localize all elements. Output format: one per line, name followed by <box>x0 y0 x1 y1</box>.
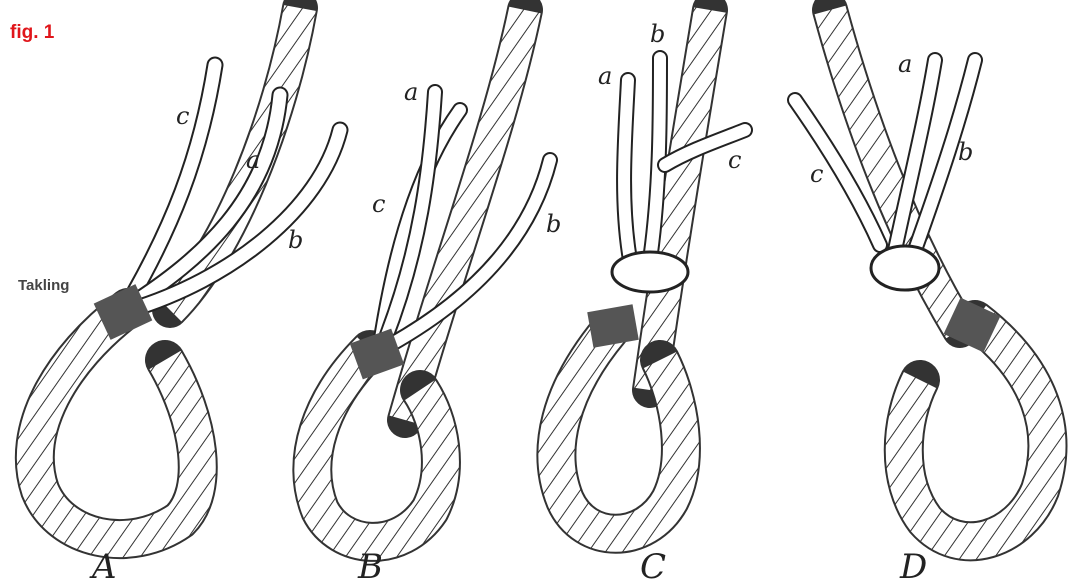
panel-c-label-c: c <box>728 146 741 174</box>
panel-b-label-a: a <box>404 78 418 106</box>
panel-b-caption: B <box>357 547 383 587</box>
panel-d-drawing <box>795 10 1047 541</box>
panel-c-drawing <box>556 10 745 534</box>
panel-b-drawing <box>312 10 550 542</box>
panel-c-label-a: a <box>598 62 612 90</box>
panel-d-tuck <box>871 246 939 290</box>
panel-a-caption: A <box>89 547 117 587</box>
panel-d-caption: D <box>899 547 927 587</box>
panel-c-tuck <box>612 252 688 292</box>
panel-a-label-b: b <box>288 226 303 254</box>
panel-d-label-b: b <box>958 138 973 166</box>
panel-b-label-b: b <box>546 210 561 238</box>
panel-d-label-c: c <box>810 160 823 188</box>
panel-c-label-b: b <box>650 20 665 48</box>
panel-a-label-a: a <box>246 146 260 174</box>
panel-c-seizing <box>587 304 639 347</box>
panel-c-caption: C <box>640 547 666 587</box>
panel-a-label-c: c <box>176 102 189 130</box>
panel-b-label-c: c <box>372 190 385 218</box>
panel-d-label-a: a <box>898 50 912 78</box>
